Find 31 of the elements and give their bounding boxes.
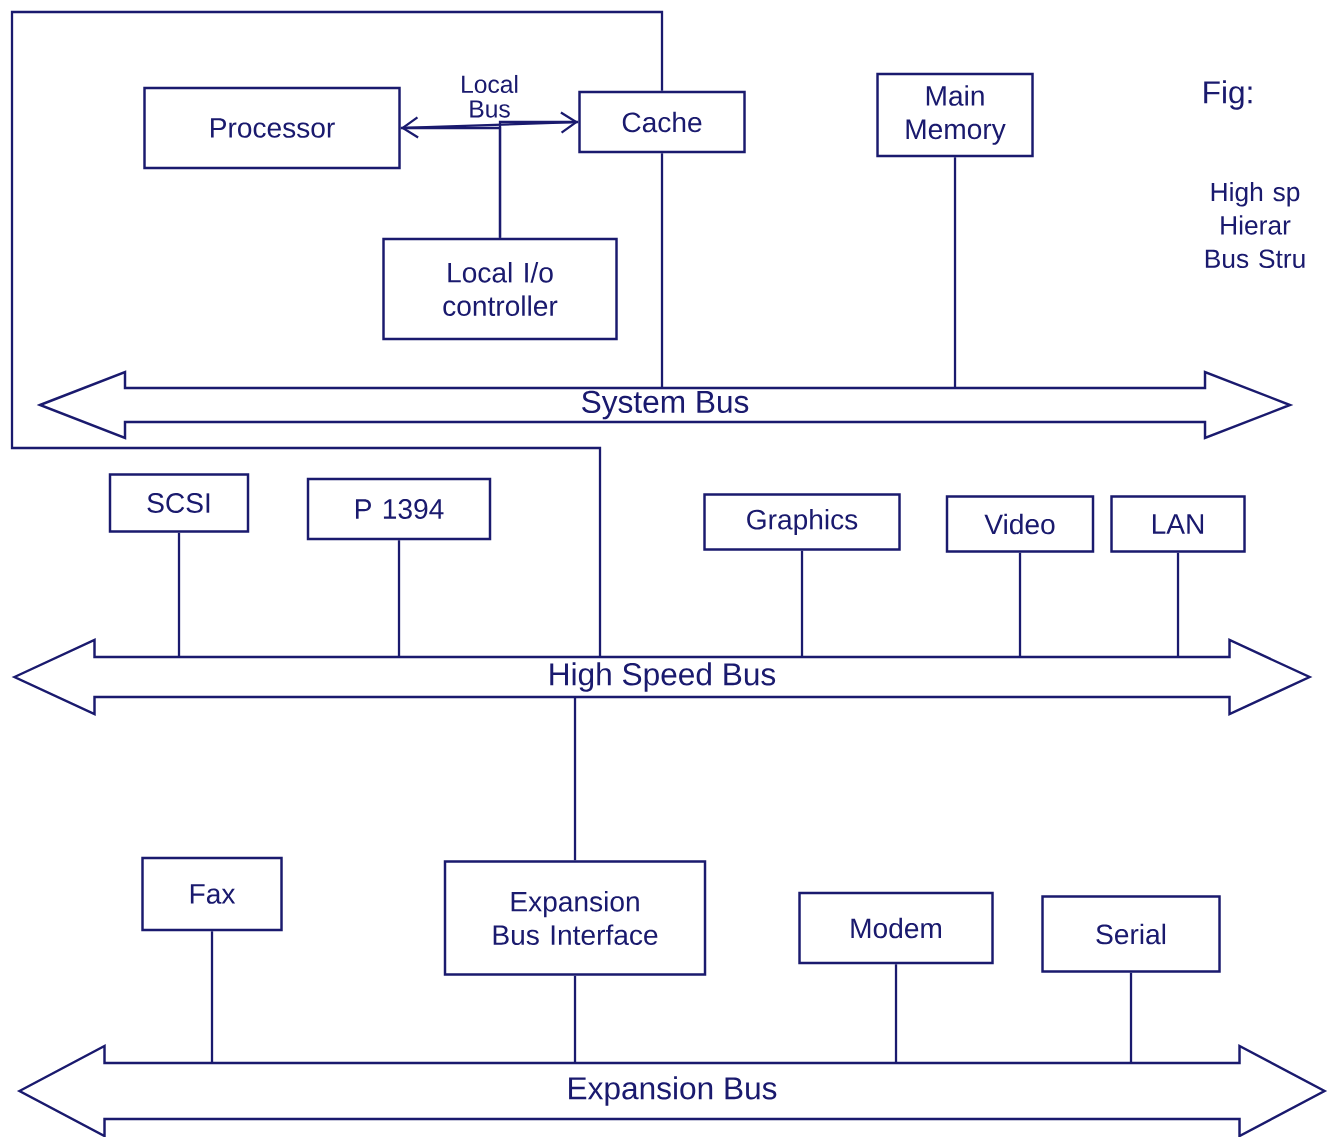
component-box: Expansion Bus Interface: [443, 860, 707, 976]
arrow: [400, 111, 579, 139]
component-box: Fax: [141, 856, 283, 932]
component-box: Main Memory: [876, 72, 1034, 158]
component-box: Local I/o controller: [382, 237, 618, 341]
component-box: P 1394: [306, 477, 492, 541]
connector-line: [177, 532, 181, 657]
component-box: Processor: [143, 86, 401, 170]
connector-line: [1018, 552, 1022, 657]
connector-line: [10, 10, 664, 657]
component-box: Video: [945, 495, 1095, 553]
connector-line: [210, 931, 214, 1063]
connector-line: [894, 964, 898, 1063]
connector-line: [800, 550, 804, 657]
connector-line: [573, 975, 577, 1063]
component-box: Serial: [1041, 895, 1221, 973]
component-box: SCSI: [108, 473, 250, 533]
figure-caption: High sp Hierar Bus Stru: [1205, 181, 1305, 269]
connector-line: [660, 153, 664, 388]
connector-line: [498, 120, 579, 238]
component-box: LAN: [1110, 495, 1246, 553]
connector-line: [1129, 972, 1133, 1063]
figure-caption: Fig:: [1204, 80, 1252, 110]
connector-line: [953, 157, 957, 388]
component-box: Cache: [578, 90, 746, 154]
connector-line: [397, 540, 401, 657]
connector-line: [573, 697, 577, 861]
edge-label: Local Bus: [462, 74, 518, 118]
component-box: Graphics: [703, 493, 901, 551]
connector-line: [1176, 552, 1180, 657]
component-box: Modem: [798, 891, 994, 965]
